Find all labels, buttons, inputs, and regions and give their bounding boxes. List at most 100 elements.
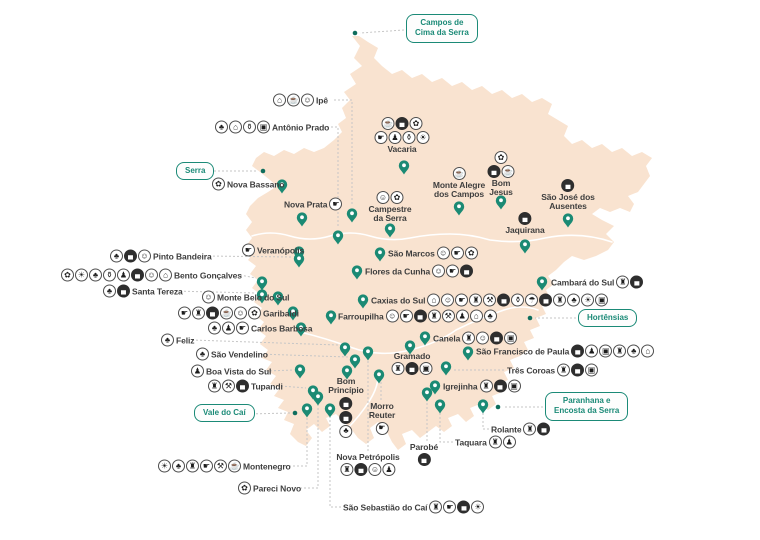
adventure-icon: ☛ [450, 246, 464, 260]
culture-icon: ♜ [208, 379, 221, 393]
city-tupandi: ♜⚒▄Tupandi [208, 379, 283, 393]
grapes-icon: ✿ [212, 177, 225, 191]
city-ipe: ⌂☕☺Ipê [273, 93, 328, 107]
culture-icon: ♜ [462, 331, 476, 345]
industry-icon: ⚒ [441, 309, 455, 323]
icon-row: ♣▄ [103, 284, 130, 298]
city-taquara: Taquara♜♟ [455, 435, 516, 449]
grapes-icon: ✿ [248, 306, 261, 320]
gastronomy-icon: ☕ [220, 306, 233, 320]
city-label: São Marcos [388, 248, 435, 258]
city-label: Boa Vista do Sul [206, 366, 272, 376]
icon-row: ♜▄☺♟ [340, 463, 396, 477]
grapes-icon: ✿ [464, 246, 478, 260]
city-label: Bento Gonçalves [174, 270, 242, 280]
icon-row: ▄☕ [487, 165, 515, 178]
canyon-icon: ▄ [630, 275, 644, 289]
people-icon: ☺ [385, 309, 399, 323]
city-pinto-bandeira: ♣▄☺Pinto Bandeira [110, 249, 212, 263]
region-dots [260, 30, 533, 416]
city-label: Nova Bassano [227, 179, 285, 189]
culture-icon: ♜ [469, 293, 483, 307]
adventure-icon: ☛ [446, 264, 460, 278]
car-icon: ▄ [131, 268, 144, 282]
media-icon: ▣ [419, 362, 433, 376]
icon-row: ☺☛✿ [436, 246, 478, 260]
shopping-icon: ♟ [388, 131, 402, 144]
industry-icon: ⚒ [222, 379, 235, 393]
region-dot-vale-do-cai [292, 410, 298, 416]
industry-icon: ⚒ [214, 459, 227, 473]
culture-icon: ♜ [429, 500, 443, 514]
industry-icon: ⚒ [483, 293, 497, 307]
media-icon: ▣ [504, 331, 518, 345]
city-label: Veranópolis [257, 245, 305, 255]
icon-row: ☺ [202, 290, 215, 304]
adventure-icon: ☛ [242, 243, 255, 257]
people-icon: ☺ [376, 191, 390, 204]
region-box-hortensias[interactable]: Hortênsias [578, 309, 638, 328]
city-nova-prata: Nova Prata☛ [284, 197, 343, 211]
tree-icon: ♣ [567, 293, 581, 307]
cattle-icon: ▄ [457, 500, 471, 514]
city-igrejinha: Igrejinha♜▄▣ [443, 379, 521, 393]
car-icon: ▄ [490, 331, 504, 345]
church-icon: ⌂ [273, 93, 286, 107]
shopping-icon: ♟ [382, 463, 396, 477]
tree-icon: ♣ [196, 347, 209, 361]
icon-row: ☛ [242, 243, 255, 257]
city-label: Feliz [176, 335, 195, 345]
region-box-label: Encosta da Serra [554, 406, 620, 416]
shopping-icon: ♟ [502, 435, 516, 449]
city-vacaria: ☕▄✿☛♟⚱☀Vacaria [374, 117, 430, 154]
gastronomy-icon: ☕ [452, 167, 466, 180]
grapes-icon: ✿ [494, 151, 508, 164]
region-box-vale-do-cai[interactable]: Vale do Caí [194, 404, 255, 423]
city-label: Parobé [409, 442, 439, 452]
city-label-line: Campestre [368, 204, 412, 214]
tree-icon: ♣ [215, 120, 228, 134]
icon-row: ✿ [212, 177, 225, 191]
culture-icon: ♜ [613, 344, 627, 358]
culture-icon: ♜ [488, 435, 502, 449]
city-label: Santa Tereza [132, 286, 183, 296]
icon-row: ♜▄▣ [557, 363, 599, 377]
city-rolante: Rolante♜▄ [491, 422, 551, 436]
city-label-line: Bom [491, 178, 511, 188]
city-sao-marcos: São Marcos☺☛✿ [388, 246, 478, 260]
adventure-icon: ☛ [200, 459, 213, 473]
region-campos-de-cima-da-serra-leader-line [359, 29, 405, 34]
city-ipe-leader-line [334, 99, 353, 206]
icon-row: ▄ [561, 179, 575, 192]
city-pareci-novo: ✿Pareci Novo [238, 481, 301, 495]
waterfall-icon: ☂ [525, 293, 539, 307]
icon-row: ☛ [375, 421, 389, 435]
grapes-icon: ✿ [390, 191, 404, 204]
city-label: Tupandi [251, 381, 283, 391]
media-icon: ▣ [585, 363, 599, 377]
city-label: Carlos Barbosa [251, 323, 313, 333]
region-dot-serra [260, 168, 266, 174]
culture-icon: ♜ [479, 379, 493, 393]
city-label: São Vendelino [211, 349, 268, 359]
icon-row: ♣ [196, 347, 209, 361]
city-label: Gramado [393, 351, 431, 361]
icon-row: ♟ [191, 364, 204, 378]
region-box-serra[interactable]: Serra [176, 162, 215, 181]
tree-icon: ♣ [110, 249, 123, 263]
city-pinto-bandeira-leader-line [204, 255, 294, 258]
church-icon: ⌂ [641, 344, 655, 358]
icon-row: ▄ [417, 453, 431, 467]
region-dot-hortensias [527, 315, 533, 321]
city-tres-coroas: Três Coroas♜▄▣ [507, 363, 599, 377]
car-icon: ▄ [537, 422, 551, 436]
car-icon: ▄ [571, 363, 585, 377]
adventure-icon: ☛ [455, 293, 469, 307]
icon-row: ♣ [339, 424, 353, 438]
city-pin-rolante[interactable] [477, 399, 489, 414]
